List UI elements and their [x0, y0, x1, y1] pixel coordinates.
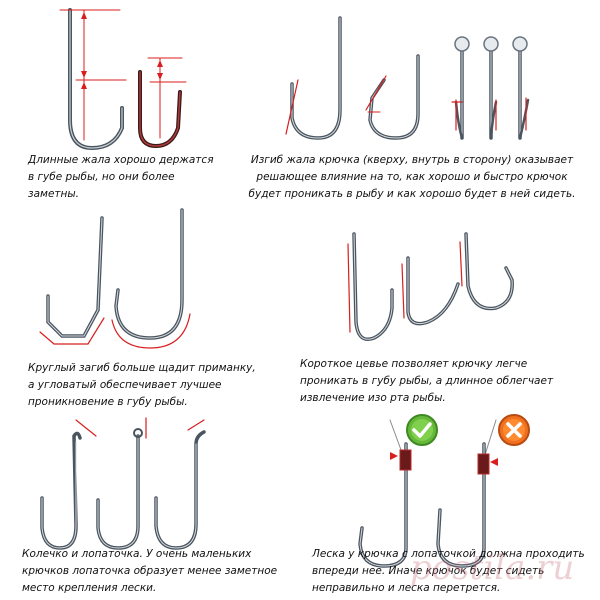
hook-bend-2: [368, 54, 420, 140]
hook-with-spade: [154, 430, 206, 550]
caption-line-tie: Леска у крючка с лопаточкой должна прохо…: [312, 548, 585, 594]
hook-with-eye: [40, 431, 82, 550]
hooks-top-view: [451, 36, 530, 140]
hook-long-point: [68, 8, 124, 151]
caption-round-vs-angular: Круглый загиб больше щадит приманку, а у…: [28, 362, 256, 408]
caption-eye-and-spade: Колечко и лопаточка. У очень маленьких к…: [22, 548, 278, 594]
panel-line-tie: [358, 419, 498, 568]
hook-short-shank: [464, 232, 514, 311]
hook-with-ring: [96, 434, 140, 550]
panel-point-bend-hooks: [285, 16, 530, 140]
panel-round-vs-angular: [39, 208, 191, 349]
hook-long-shank: [352, 232, 394, 341]
panel-eye-and-spade: [40, 417, 206, 550]
caption-point-bend: Изгиб жала крючка (кверху, внутрь в стор…: [248, 154, 576, 200]
hook-medium-shank: [406, 256, 460, 326]
hook-round-bend: [114, 208, 184, 340]
panel-shank-length: [347, 232, 514, 341]
check-icon: [406, 414, 438, 446]
caption-long-point: Длинные жала хорошо держатся в губе рыбы…: [28, 154, 214, 200]
panel-long-point-hooks: [59, 8, 187, 151]
fishing-line-right: [483, 419, 497, 459]
cross-icon: [498, 414, 530, 446]
hook-bend-1: [290, 16, 342, 140]
caption-shank-length: Короткое цевье позволяет крючку легче пр…: [300, 358, 554, 404]
